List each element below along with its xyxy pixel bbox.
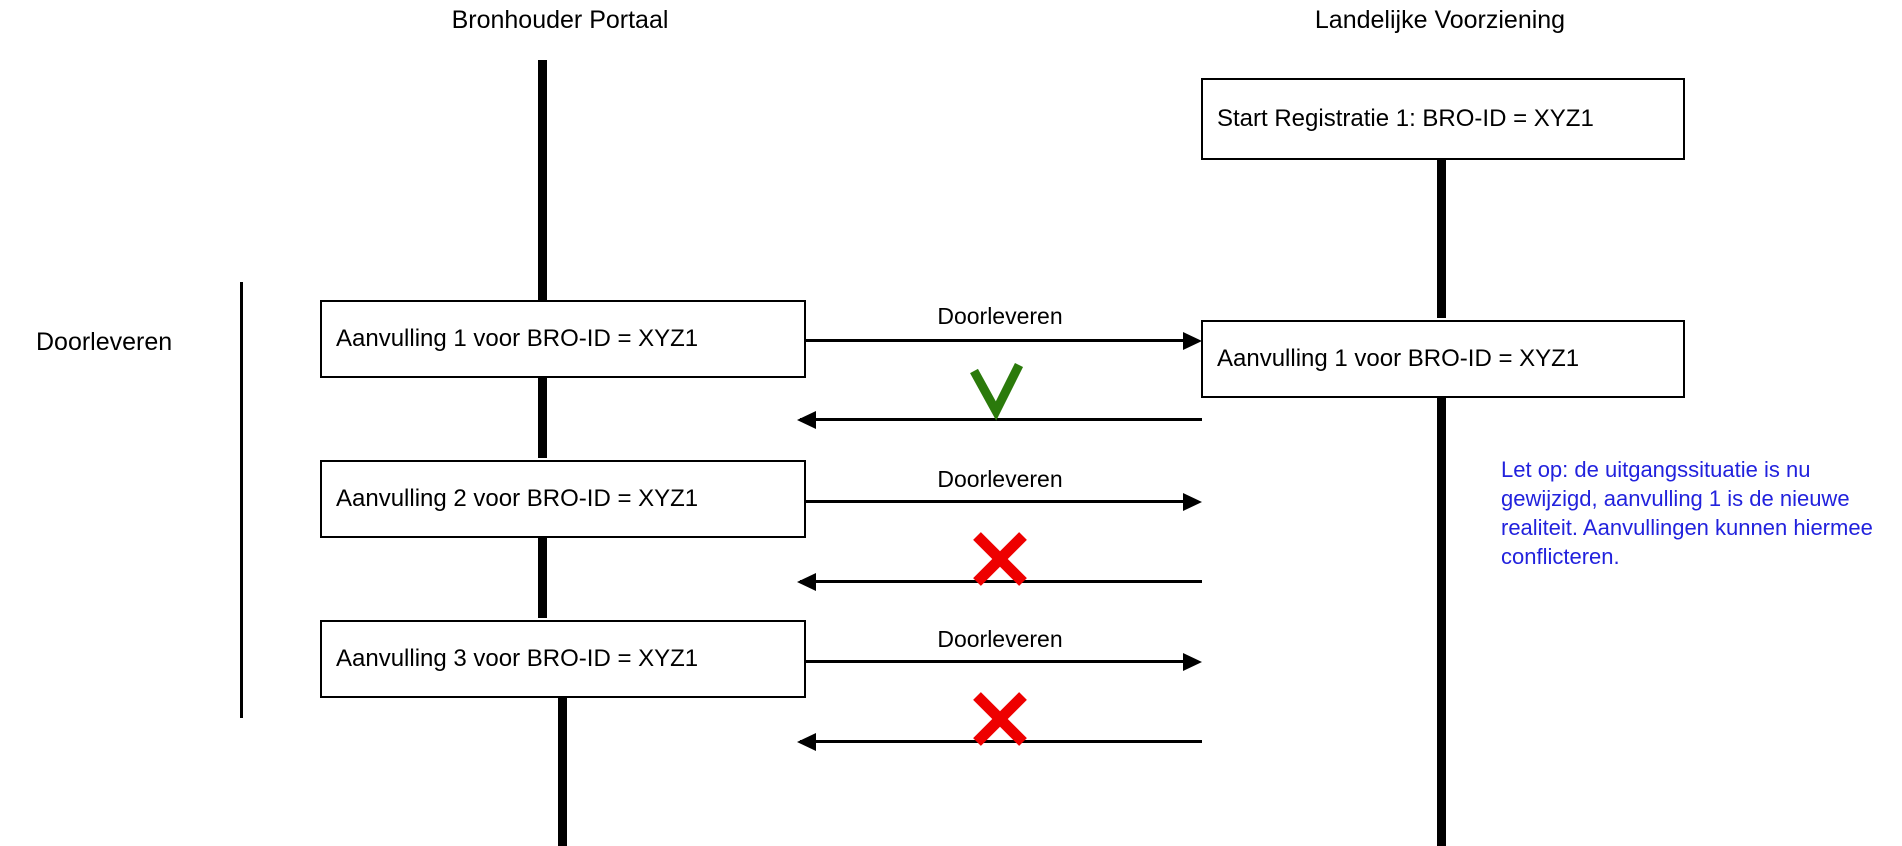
arrow-head-request-1 [1183, 332, 1202, 350]
cross-mark-icon [973, 532, 1027, 586]
arrow-line-request-2 [806, 500, 1186, 503]
box-aanvulling-1-label: Aanvulling 1 voor BRO-ID = XYZ1 [336, 325, 699, 352]
arrow-head-request-3 [1183, 653, 1202, 671]
warning-note: Let op: de uitgangssituatie is nu gewijz… [1501, 457, 1873, 570]
lifeline-right-segment-bottom [1437, 398, 1446, 846]
box-start-registration-label: Start Registratie 1: BRO-ID = XYZ1 [1217, 105, 1594, 132]
box-aanvulling-2[interactable]: Aanvulling 2 voor BRO-ID = XYZ1 [320, 460, 806, 538]
box-aanvulling-2-label: Aanvulling 2 voor BRO-ID = XYZ1 [336, 485, 699, 512]
check-mark-icon [970, 362, 1024, 421]
arrow-line-response-2 [800, 580, 1202, 583]
arrow-label-doorleveren-1: Doorleveren [937, 303, 1063, 329]
box-right-aanvulling-1-label: Aanvulling 1 voor BRO-ID = XYZ1 [1217, 345, 1580, 372]
cross-mark-icon-2 [973, 692, 1027, 746]
arrow-line-response-3 [800, 740, 1202, 743]
arrow-head-response-3 [797, 733, 816, 751]
arrow-line-request-3 [806, 660, 1186, 663]
doorleveren-side-label: Doorleveren [36, 328, 173, 356]
box-right-aanvulling-1[interactable]: Aanvulling 1 voor BRO-ID = XYZ1 [1201, 320, 1685, 398]
arrow-line-response-1 [800, 418, 1202, 421]
lifeline-left-segment-bottom [558, 698, 567, 846]
arrow-label-doorleveren-2: Doorleveren [937, 466, 1063, 492]
box-aanvulling-3-label: Aanvulling 3 voor BRO-ID = XYZ1 [336, 645, 699, 672]
arrow-label-doorleveren-3: Doorleveren [937, 626, 1063, 652]
lane-title-left: Bronhouder Portaal [451, 6, 669, 34]
lifeline-left-segment-mid1 [538, 378, 547, 458]
doorleveren-bracket [240, 282, 243, 718]
lifeline-left-segment-top [538, 60, 547, 300]
arrow-line-request-1 [806, 339, 1186, 342]
box-aanvulling-3[interactable]: Aanvulling 3 voor BRO-ID = XYZ1 [320, 620, 806, 698]
arrow-head-request-2 [1183, 493, 1202, 511]
box-aanvulling-1[interactable]: Aanvulling 1 voor BRO-ID = XYZ1 [320, 300, 806, 378]
arrow-head-response-1 [797, 411, 816, 429]
lane-title-right: Landelijke Voorziening [1314, 6, 1566, 34]
arrow-head-response-2 [797, 573, 816, 591]
lifeline-right-segment-top [1437, 160, 1446, 318]
box-start-registration[interactable]: Start Registratie 1: BRO-ID = XYZ1 [1201, 78, 1685, 160]
lifeline-left-segment-mid2 [538, 538, 547, 618]
